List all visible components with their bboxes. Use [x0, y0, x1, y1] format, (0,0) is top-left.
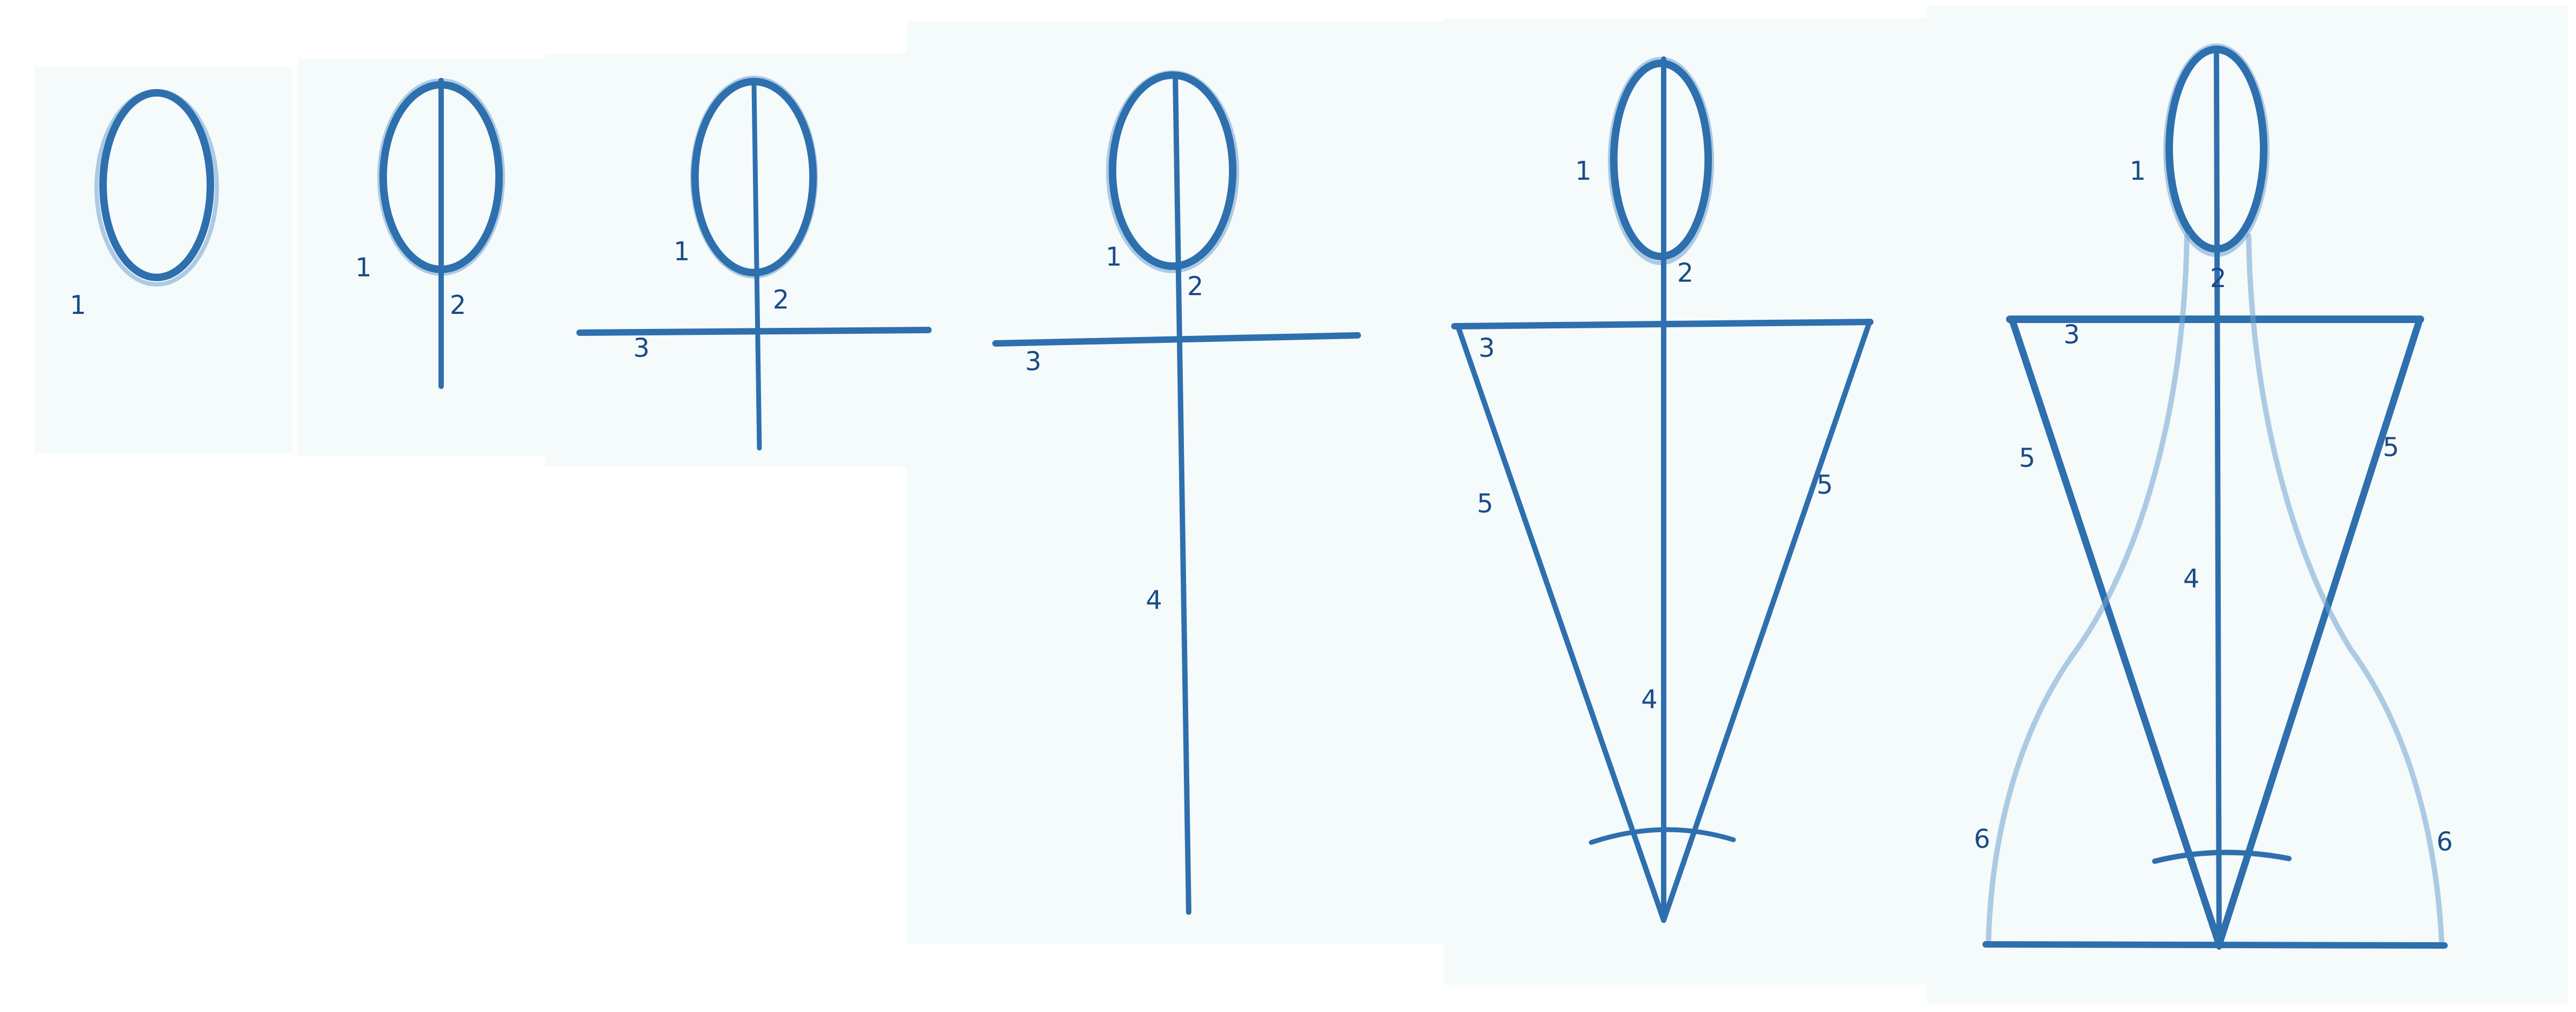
step-3-label-head: 1 — [674, 237, 690, 267]
torso-left-line — [1456, 326, 1666, 923]
step-2-label-neck: 2 — [450, 290, 466, 320]
shoulder-line — [576, 327, 932, 336]
step-1-label-head: 1 — [70, 290, 86, 320]
step-6-label-shoulder: 3 — [2063, 320, 2080, 350]
step-4-label-shoulder: 3 — [1025, 347, 1042, 377]
waist-curve — [1589, 827, 1736, 845]
step-6-label-skirt-left: 6 — [1974, 824, 1990, 854]
step-5: 1 2 3 5 5 4 — [1451, 56, 1874, 923]
spine-line — [1173, 72, 1191, 915]
step-6-label-skirt-right: 6 — [2436, 827, 2453, 857]
step-6-label-torso-right: 5 — [2383, 432, 2399, 463]
step-5-label-torso-left: 5 — [1477, 489, 1494, 519]
torso-left-line — [2009, 317, 2223, 948]
step-6: 1 2 3 5 5 4 6 6 — [1974, 43, 2453, 950]
head-oval — [99, 89, 214, 281]
step-5-label-torso-right: 5 — [1817, 470, 1833, 500]
step-4-label-spine: 4 — [1146, 585, 1162, 615]
skirt-left-curve — [1986, 233, 2190, 947]
step-5-label-shoulder: 3 — [1479, 333, 1495, 363]
step-3-label-shoulder: 3 — [633, 333, 650, 363]
step-2: 1 2 — [355, 78, 505, 389]
step-3: 1 2 3 — [576, 76, 932, 451]
waist-curve — [2152, 849, 2292, 864]
step-6-label-neck: 2 — [2210, 263, 2227, 294]
step-6-label-torso-left: 5 — [2019, 443, 2036, 473]
step-5-label-head: 1 — [1575, 156, 1592, 186]
head-oval — [691, 78, 817, 276]
step-4-label-neck: 2 — [1187, 272, 1204, 302]
hem-line — [1982, 941, 2448, 949]
spine-line — [2214, 46, 2222, 950]
torso-right-line — [2215, 317, 2423, 948]
step-3-label-neck: 2 — [773, 285, 789, 315]
step-1: 1 — [70, 89, 219, 320]
step-2-label-head: 1 — [355, 253, 372, 283]
skirt-right-curve — [2246, 233, 2445, 947]
step-4: 1 2 3 4 — [992, 70, 1361, 915]
shoulder-line — [1451, 319, 1874, 329]
step-4-label-head: 1 — [1106, 242, 1122, 272]
step-5-label-neck: 2 — [1677, 258, 1694, 288]
shoulder-line — [992, 332, 1361, 347]
center-line — [751, 83, 762, 451]
step-6-label-head: 1 — [2129, 156, 2146, 186]
torso-right-line — [1661, 322, 1871, 923]
step-6-label-spine: 4 — [2183, 564, 2200, 594]
step-5-label-spine: 4 — [1641, 685, 1658, 715]
